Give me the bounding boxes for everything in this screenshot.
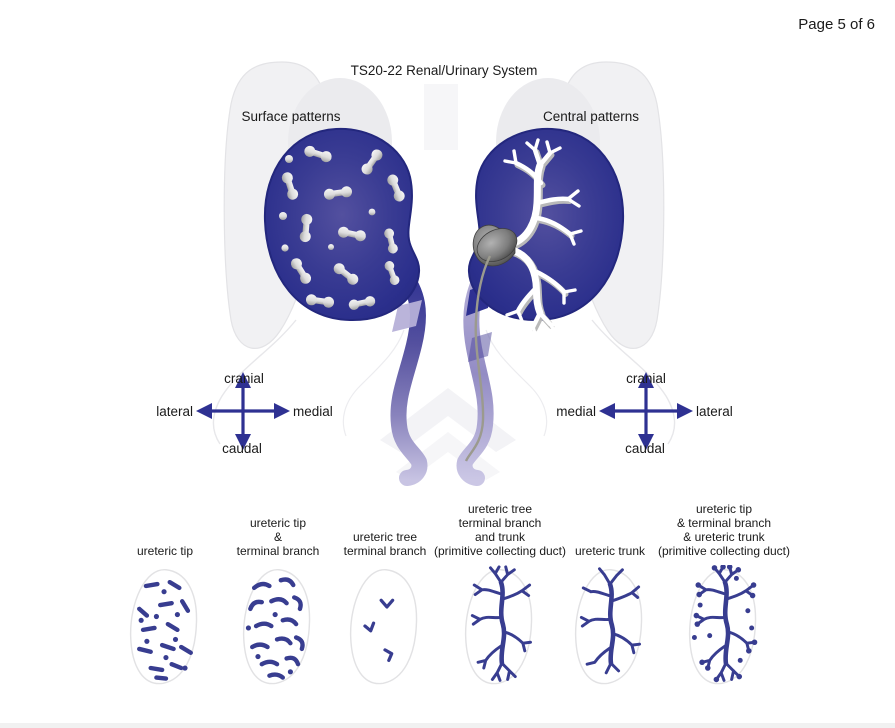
compass-left-cranial: cranial [224,371,264,386]
ureter-lavender-patch [392,300,422,332]
collecting-duct-line [464,255,492,462]
compass-right-arrows [599,372,693,450]
stage-kidney-ureteric-trunk [574,567,643,685]
compass-left-lateral: lateral [156,404,193,419]
stage-ureteric-tip: ureteric tip [100,486,230,689]
stage-tip-branch-trunk: ureteric tip & terminal branch & ureteri… [638,486,810,689]
page-bottom-edge [0,723,895,728]
stage-kidney-ureteric-tip [129,569,198,685]
renal-system-illustration [196,61,693,486]
stage-kidney-tip-terminal-branch [242,569,311,685]
ureteric-tree [503,138,583,339]
compass-left-arrows [196,372,290,450]
stage-tip-terminal-branch: ureteric tip & terminal branch [213,486,343,689]
left-kidney-surface-patterns [263,127,421,322]
stage-tree-terminal-branch: ureteric tree terminal branch [315,486,455,689]
compass-left-medial: medial [293,404,333,419]
compass-left-caudal: caudal [222,441,262,456]
stage-label: ureteric tree terminal branch and trunk … [433,502,567,558]
surface-patterns-label: Surface patterns [241,109,341,124]
stage-label: ureteric trunk [574,544,646,558]
stage-kidney-tip-branch-trunk [688,565,758,685]
renal-pelvis [472,224,518,267]
stage-label: ureteric tip [136,544,194,558]
stage-label: ureteric tip & terminal branch & ureteri… [657,502,791,558]
central-patterns-label: Central patterns [542,109,640,124]
stage-label: ureteric tip & terminal branch [236,516,320,558]
stage-kidney-tree-terminal-branch [349,569,418,685]
ureteric-tip-dumbbells [279,144,407,311]
compass-right-caudal: caudal [625,441,665,456]
stage-kidney-tree-branch-trunk [464,565,533,685]
compass-right-medial: medial [556,404,596,419]
stage-label: ureteric tree terminal branch [343,530,427,558]
right-kidney-central-patterns [464,127,625,462]
compass-right-lateral: lateral [696,404,733,419]
stage-ureteric-trunk: ureteric trunk [545,486,675,689]
page-number: Page 5 of 6 [798,16,875,33]
compass-right-cranial: cranial [626,371,666,386]
diagram-title: TS20-22 Renal/Urinary System [350,63,538,78]
stage-tree-branch-and-trunk: ureteric tree terminal branch and trunk … [414,486,586,689]
